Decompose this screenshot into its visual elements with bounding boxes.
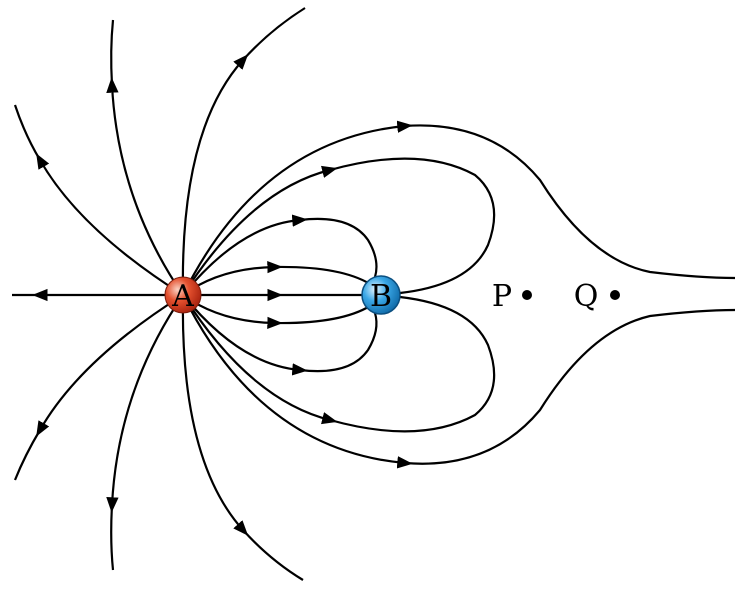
field-line-wide-lower-loop	[182, 294, 338, 425]
field-line-outer-upper	[182, 120, 413, 296]
point-q-dot	[610, 290, 620, 300]
field-line-lower-2	[106, 294, 184, 513]
field-line-upper-3-tail	[242, 7, 306, 61]
field-line-upper-2-tail	[110, 19, 115, 86]
point-q-label: Q	[574, 279, 599, 314]
point-p-label: P	[492, 279, 512, 314]
charge-b: B	[361, 275, 401, 315]
field-line-ab-lower-loop	[182, 294, 308, 376]
field-line-lower-1-tail	[13, 429, 41, 481]
field-line-wide-upper-loop	[182, 165, 338, 296]
field-line-upper-2	[106, 77, 184, 296]
charge-a: A	[164, 276, 202, 314]
field-line-upper-3	[181, 54, 249, 296]
field-line-lower-1	[36, 294, 184, 437]
charge-a-label: A	[171, 279, 194, 314]
field-line-lower-2-tail	[110, 504, 115, 571]
field-line-upper-1	[36, 153, 184, 296]
point-p: P	[492, 279, 532, 314]
charge-b-label: B	[370, 279, 392, 314]
field-line-lower-3	[181, 294, 249, 536]
point-q: Q	[574, 279, 620, 314]
field-line-ab-upper-loop	[182, 214, 308, 296]
field-lines	[12, 7, 736, 581]
point-p-dot	[522, 290, 532, 300]
field-line-outer-lower	[182, 294, 413, 469]
field-line-lower-3-tail	[242, 529, 304, 581]
field-line-upper-1-tail	[13, 104, 41, 161]
